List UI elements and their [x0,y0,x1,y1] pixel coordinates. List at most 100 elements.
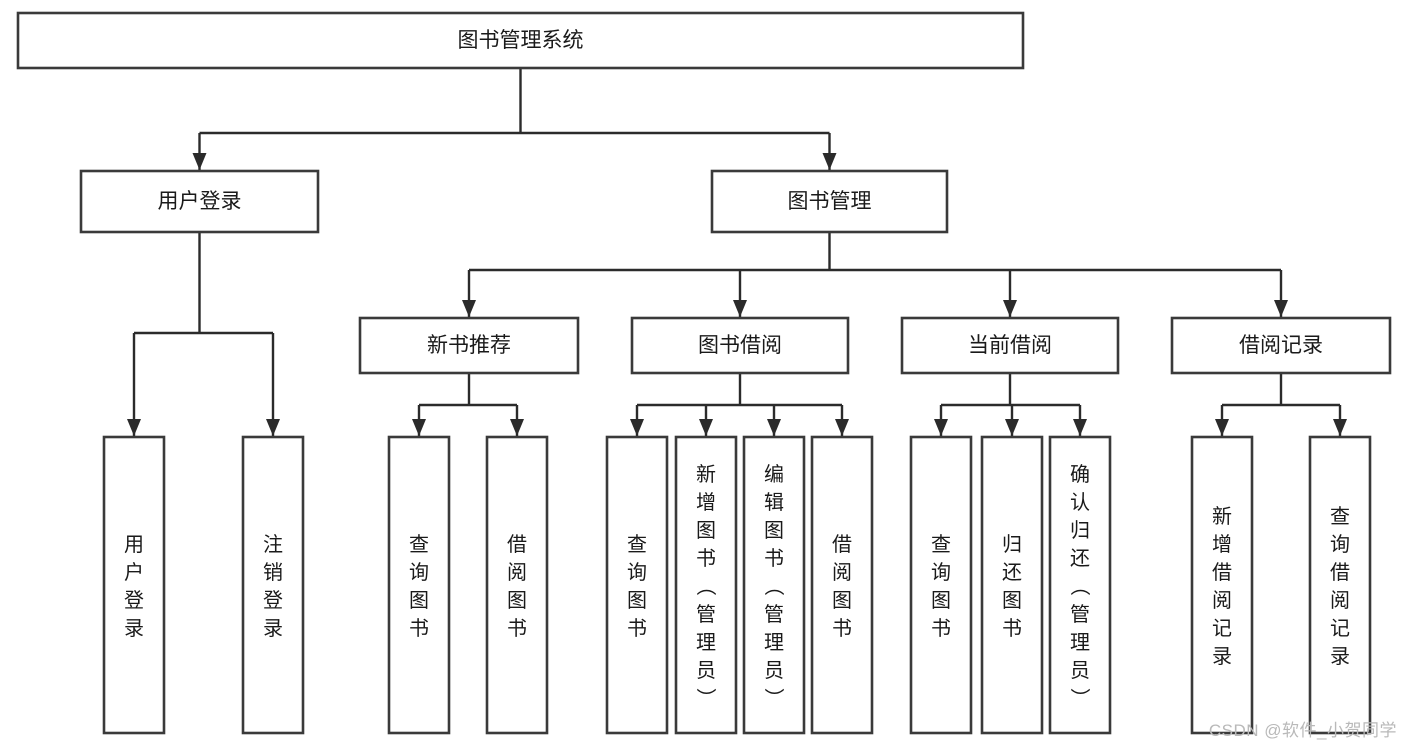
node-label-char: 员 [696,660,716,682]
node-layer: 图书管理系统用户登录图书管理新书推荐图书借阅当前借阅借阅记录用户登录注销登录查询… [16,11,1392,735]
node-user-login[interactable]: 用户登录 [79,169,320,234]
node-label-char: 记 [1212,617,1232,640]
node-box[interactable] [241,435,305,735]
node-box[interactable] [358,316,580,375]
node-label-char: 书 [832,617,852,640]
arrow-head-icon [127,419,141,436]
node-label-char: 书 [507,617,527,640]
node-label-char: 书 [1002,617,1022,640]
node-label-char: 登 [124,589,144,612]
node-box[interactable] [1048,435,1112,735]
arrow-head-icon [1005,419,1019,436]
node-label-char: 增 [696,491,716,514]
node-label-char: 录 [1212,646,1232,668]
node-label-char: 借 [1212,561,1232,584]
edge-layer [127,68,1347,436]
node-label-char: 查 [627,533,647,556]
node-label: 新书推荐 [427,334,511,357]
node-leaf-user-login[interactable]: 用户登录 [102,435,166,735]
arrow-head-icon [835,419,849,436]
node-borrow-record[interactable]: 借阅记录 [1170,316,1392,375]
node-label-char: 理 [1070,632,1090,654]
node-box[interactable] [485,435,549,735]
arrow-head-icon [192,153,207,170]
node-box[interactable] [900,316,1120,375]
node-label-char: 阅 [507,561,527,584]
node-box[interactable] [605,435,669,735]
node-label-char: 阅 [832,561,852,584]
node-box[interactable] [710,169,949,234]
node-box[interactable] [630,316,850,375]
node-label-char: 查 [931,533,951,556]
node-box[interactable] [909,435,973,735]
node-box[interactable] [980,435,1044,735]
node-book-manage[interactable]: 图书管理 [710,169,949,234]
node-label-char: 注 [263,533,283,556]
node-label-char: 辑 [764,491,784,514]
node-label: 用户登录 [158,190,242,213]
node-label-char: 询 [931,561,951,584]
node-label-char: 图 [832,590,852,612]
arrow-head-icon [630,419,644,436]
node-label-char: ） [694,688,717,708]
node-label-char: ） [762,688,785,708]
node-box[interactable] [1190,435,1254,735]
node-box[interactable] [1170,316,1392,375]
arrow-head-icon [510,419,524,436]
node-label-char: 借 [507,533,527,556]
node-book-borrow[interactable]: 图书借阅 [630,316,850,375]
node-label-char: 查 [1330,505,1350,528]
node-label-char: 录 [124,618,144,640]
node-box[interactable] [102,435,166,735]
node-label-char: 员 [764,660,784,682]
node-label-char: 查 [409,533,429,556]
node-label-char: 询 [1330,533,1350,556]
node-label-char: 新 [696,463,716,486]
node-label-char: ） [1068,688,1091,708]
node-label-char: 认 [1070,491,1090,514]
node-box[interactable] [674,435,738,735]
node-current-borrow[interactable]: 当前借阅 [900,316,1120,375]
node-label-char: 录 [1330,646,1350,668]
node-label-char: 管 [696,603,716,626]
node-label-char: 销 [263,561,283,584]
node-label-char: 录 [263,618,283,640]
node-box[interactable] [742,435,806,735]
node-box[interactable] [16,11,1025,70]
node-label: 图书管理 [788,190,872,213]
node-new-book-recommend[interactable]: 新书推荐 [358,316,580,375]
node-label-char: （ [762,576,785,596]
node-box[interactable] [387,435,451,735]
node-label-char: 阅 [1212,589,1232,612]
node-box[interactable] [1308,435,1372,735]
node-label: 图书管理系统 [458,29,584,52]
node-label-char: 管 [1070,603,1090,626]
node-box[interactable] [79,169,320,234]
node-label-char: 用 [124,534,144,556]
node-label-char: 书 [627,617,647,640]
node-label: 当前借阅 [968,334,1052,357]
node-label-char: 归 [1070,519,1090,542]
node-label-char: 归 [1002,533,1022,556]
node-label-char: 图 [931,590,951,612]
node-label: 图书借阅 [698,334,782,357]
node-label-char: 图 [696,520,716,542]
node-box[interactable] [810,435,874,735]
node-root[interactable]: 图书管理系统 [16,11,1025,70]
node-label-char: 图 [409,590,429,612]
node-label-char: （ [694,576,717,596]
node-label-char: 还 [1002,561,1022,584]
